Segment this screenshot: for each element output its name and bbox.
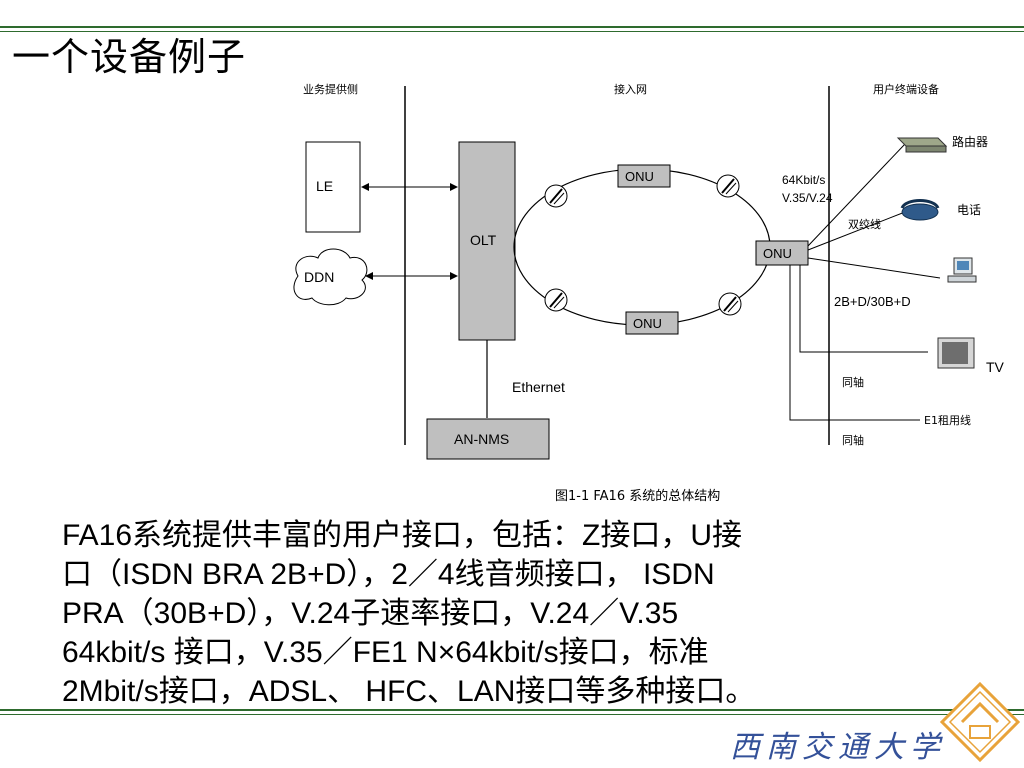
coax-label-2: 同轴 [842, 433, 864, 447]
an-nms-box [426, 418, 550, 460]
optical-node-icon-2 [716, 174, 740, 198]
bottom-rule [0, 709, 1024, 711]
top-rule [0, 26, 1024, 28]
speed-label-1: 64Kbit/s [782, 173, 825, 187]
olt-label: OLT [470, 232, 497, 248]
body-line-3: PRA（30B+D），V.24子速率接口，V.24／V.35 [62, 597, 679, 630]
isdn-label: 2B+D/30B+D [834, 294, 911, 309]
onu-bottom-label: ONU [633, 316, 662, 331]
link-tv [799, 265, 928, 353]
top-rule-thin [0, 31, 1024, 32]
twisted-pair-label: 双绞线 [848, 217, 881, 231]
label-access-network: 接入网 [614, 83, 647, 96]
optical-node-icon-1 [544, 184, 568, 208]
network-diagram: 业务提供侧 接入网 用户终端设备 LE DDN OLT ONU ONU ONU [293, 82, 1005, 504]
onu-top-box [617, 164, 671, 188]
optical-node-icon-4 [718, 292, 742, 316]
body-line-2: 口（ISDN BRA 2B+D），2／4线音频接口， ISDN [62, 558, 715, 591]
onu-bottom-box [625, 311, 679, 335]
phone-label: 电话 [957, 203, 981, 217]
body-text: FA16系统提供丰富的用户接口，包括：Z接口，U接 口（ISDN BRA 2B+… [62, 516, 962, 711]
speed-label-2: V.35/V.24 [782, 191, 833, 205]
phone-icon [900, 199, 940, 221]
onu-top-label: ONU [625, 169, 654, 184]
body-line-4: 64kbit/s 接口，V.35／FE1 N×64kbit/s接口，标准 [62, 636, 709, 669]
link-pc [807, 257, 941, 279]
le-label: LE [316, 178, 333, 194]
router-icon [896, 137, 948, 153]
olt-box [458, 141, 516, 341]
coax-label-1: 同轴 [842, 375, 864, 389]
body-line-5: 2Mbit/s接口，ADSL、 HFC、LAN接口等多种接口。 [62, 675, 756, 708]
slide-title: 一个设备例子 [12, 35, 247, 79]
onu-right-label: ONU [763, 246, 792, 261]
body-line-1: FA16系统提供丰富的用户接口，包括：Z接口，U接 [62, 519, 743, 552]
tv-icon [937, 337, 975, 369]
router-label: 路由器 [952, 134, 988, 149]
computer-icon [947, 257, 977, 283]
figure-caption: 图1-1 FA16 系统的总体结构 [555, 488, 720, 504]
label-user-terminal: 用户终端设备 [873, 82, 939, 96]
ddn-cloud [293, 248, 368, 306]
university-logo-icon [940, 682, 1020, 762]
le-box [305, 141, 361, 233]
university-signature: 西南交通大学 [730, 730, 946, 765]
onu-right-box [755, 240, 809, 266]
an-nms-label: AN-NMS [454, 431, 509, 447]
e1-leased-label: E1租用线 [924, 413, 971, 427]
ethernet-label: Ethernet [512, 379, 565, 395]
optical-node-icon-3 [544, 288, 568, 312]
label-service-side: 业务提供侧 [303, 82, 358, 96]
tv-label: TV [986, 359, 1005, 375]
link-e1 [789, 265, 920, 421]
link-phone [807, 211, 906, 251]
link-router [807, 143, 906, 247]
ddn-label: DDN [304, 269, 334, 285]
bottom-rule-thin [0, 714, 1024, 715]
